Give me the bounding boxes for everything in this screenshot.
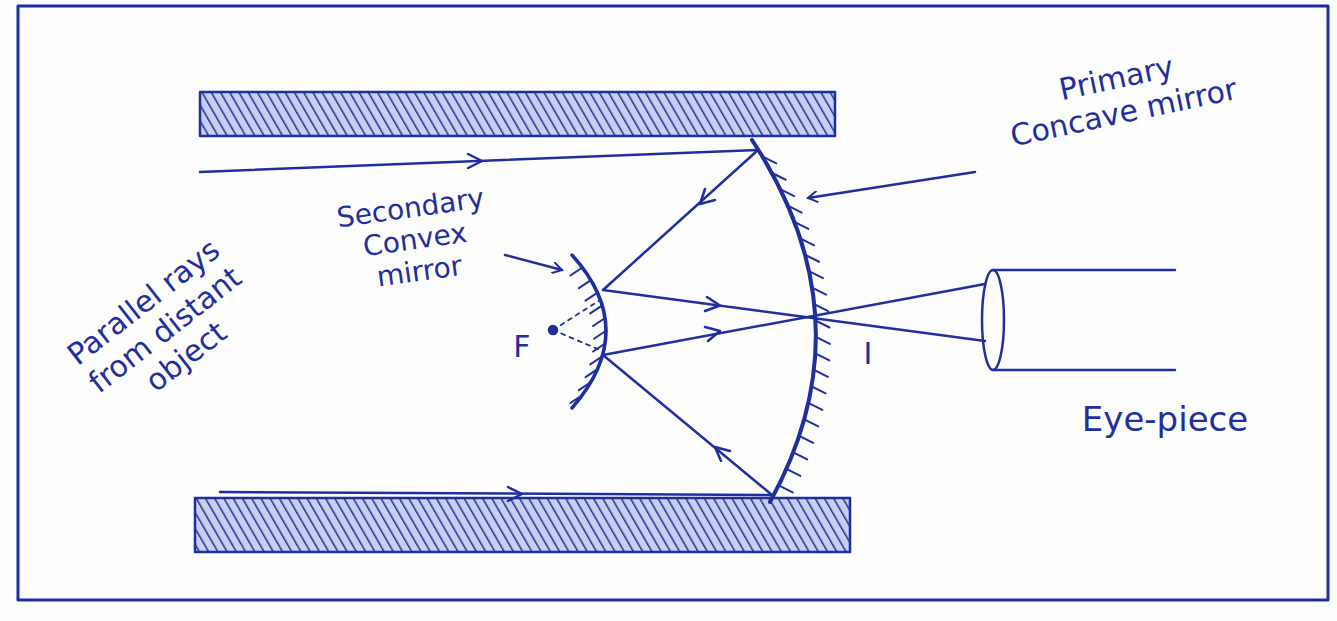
text-label: Secondary Convex mirror (329, 181, 501, 299)
eyepiece-tube (993, 369, 1175, 372)
ray-arrow (705, 297, 720, 311)
incoming-ray (200, 150, 758, 172)
focus-line (553, 330, 600, 350)
converging-ray (603, 290, 985, 341)
hatch-stroke (772, 173, 786, 180)
hatch-stroke (809, 271, 823, 278)
reflected-ray (603, 355, 772, 495)
ray-arrow (715, 447, 730, 461)
reflected-ray (603, 150, 758, 290)
text-label: Eye-piece (1082, 400, 1248, 439)
hatch-stroke (570, 268, 582, 276)
leader-arrow (808, 172, 975, 198)
text-label: Parallel rays from distant object (54, 228, 275, 433)
hatch-stroke (779, 485, 793, 492)
hatch-stroke (812, 386, 826, 393)
tube-wall (200, 92, 835, 136)
hatch-stroke (794, 222, 808, 229)
hatch-stroke (814, 304, 828, 311)
hatch-stroke (586, 293, 598, 301)
ray-arrow (705, 327, 720, 341)
incoming-ray (220, 492, 772, 495)
hatch-stroke (586, 369, 598, 377)
hatch-stroke (812, 288, 826, 295)
ray-arrow (508, 487, 522, 501)
hatch-stroke (579, 382, 591, 390)
hatch-stroke (814, 370, 828, 377)
focus-line (553, 300, 600, 330)
primary-mirror (752, 140, 816, 502)
hatch-stroke (570, 395, 582, 403)
hatch-stroke (800, 238, 814, 245)
mirror-hatching (570, 268, 606, 404)
hatch-stroke (804, 419, 818, 426)
mirror-hatching (762, 156, 830, 492)
hatch-stroke (816, 321, 830, 328)
ray-arrow (700, 189, 715, 204)
hatch-stroke (593, 318, 605, 326)
outer-frame (18, 6, 1328, 600)
hatch-stroke (590, 356, 602, 364)
hatch-stroke (808, 403, 822, 410)
hatch-stroke (815, 353, 829, 360)
eyepiece-tube (993, 269, 1175, 272)
hatch-stroke (780, 189, 794, 196)
secondary-mirror (572, 255, 606, 408)
hatch-stroke (786, 469, 800, 476)
hatch-stroke (788, 206, 802, 213)
text-label: F (513, 330, 530, 365)
leader-arrow (505, 255, 562, 270)
tube-wall (195, 498, 850, 552)
hatch-stroke (805, 255, 819, 262)
hatch-stroke (816, 337, 830, 344)
eyepiece-lens (982, 270, 1004, 370)
text-label: I (864, 337, 873, 372)
hatch-stroke (793, 452, 807, 459)
ray-arrow (468, 154, 482, 168)
converging-ray (603, 284, 985, 355)
hatch-stroke (762, 156, 776, 163)
hatch-stroke (594, 331, 606, 339)
hatch-stroke (579, 280, 591, 288)
focus-dot (549, 326, 557, 334)
hatch-stroke (799, 436, 813, 443)
hatch-stroke (590, 305, 602, 313)
text-label: Primary Concave mirror (991, 35, 1250, 154)
